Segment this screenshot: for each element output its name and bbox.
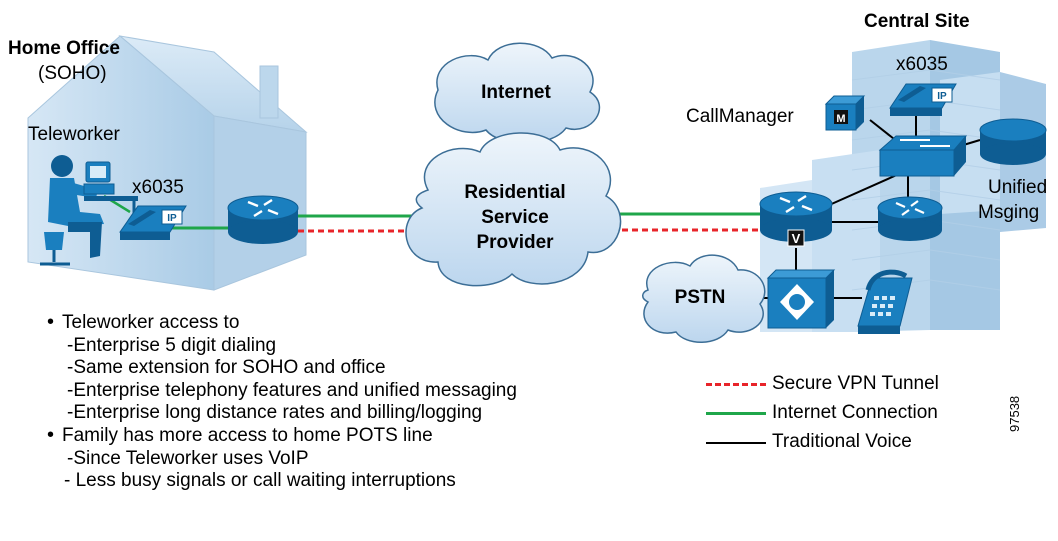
benefits-list: Teleworker access to -Enterprise 5 digit… [46,311,517,493]
sub-bullet-item: - Less busy signals or call waiting inte… [64,470,456,492]
provider-cloud [405,132,622,287]
unified-messaging-storage [979,118,1047,165]
unified-label-line2: Msging [978,202,1040,223]
teleworker-figure [40,155,138,266]
legend-item-internet: Internet Connection [706,398,939,427]
provider-label-line3: Provider [476,232,554,253]
callmanager-label: CallManager [686,106,794,127]
legend-swatch-vpn [706,373,766,395]
voice-badge: V [792,231,801,246]
internet-cloud [434,42,601,144]
teleworker-label: Teleworker [28,124,120,145]
legend-label-internet: Internet Connection [772,401,938,423]
central-switch [878,135,968,177]
home-office-subtitle: (SOHO) [38,63,107,84]
voice-gateway [766,269,836,329]
legend-swatch-internet [706,402,766,424]
home-ip-phone: IP [119,205,187,240]
bullet-item: Teleworker access to [46,311,517,335]
traditional-phone [857,269,913,334]
legend-label-voice: Traditional Voice [772,430,912,452]
home-ip-badge: IP [167,213,177,224]
sub-bullet-item: -Enterprise telephony features and unifi… [67,379,517,401]
sub-bullet-item: -Since Teleworker uses VoIP [67,447,309,469]
legend-swatch-voice [706,431,766,453]
pstn-cloud-label: PSTN [674,287,726,308]
legend-item-voice: Traditional Voice [706,427,939,456]
sub-bullet-item: -Enterprise long distance rates and bill… [67,402,483,424]
central-site-title: Central Site [864,11,970,32]
sub-bullet-item: -Same extension for SOHO and office [67,357,386,379]
legend-item-vpn: Secure VPN Tunnel [706,369,939,398]
callmanager-server: M [824,95,866,131]
central-voice-router: V [759,191,833,247]
central-ip-badge: IP [937,91,947,102]
home-router [227,195,299,244]
provider-label-line2: Service [481,207,549,228]
legend-label-vpn: Secure VPN Tunnel [772,372,939,394]
internet-cloud-label: Internet [481,82,551,103]
central-extension-label: x6035 [896,54,948,75]
sub-bullet-item: -Enterprise 5 digit dialing [67,334,277,356]
callmanager-badge: M [836,113,845,125]
figure-id: 97538 [1007,395,1022,432]
home-office-title: Home Office [8,38,120,59]
legend: Secure VPN Tunnel Internet Connection Tr… [706,369,939,456]
central-router [877,196,943,241]
central-ip-phone: IP [889,83,957,116]
provider-label-line1: Residential [464,182,566,203]
voice-router-switch [817,169,909,211]
home-extension-label: x6035 [132,177,184,198]
pstn-cloud [642,254,766,343]
unified-label-line1: Unified [988,177,1048,198]
bullet-item: Family has more access to home POTS line [46,424,517,448]
